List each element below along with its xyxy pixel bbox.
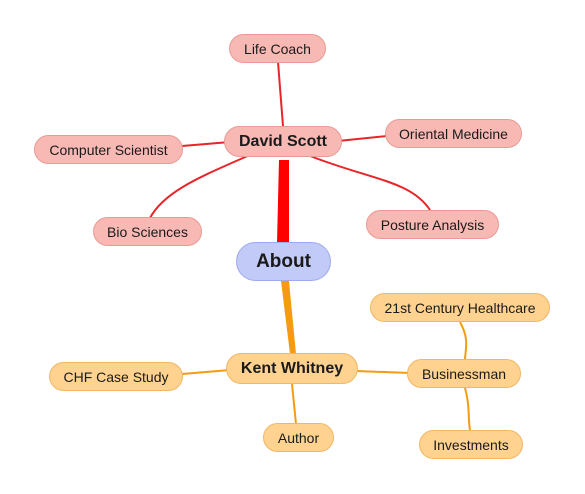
node-life-coach-label: Life Coach: [244, 40, 311, 57]
node-computer-scientist[interactable]: Computer Scientist: [34, 135, 183, 164]
node-businessman[interactable]: Businessman: [407, 359, 521, 388]
node-posture-analysis-label: Posture Analysis: [380, 216, 485, 233]
node-david-scott[interactable]: David Scott: [224, 126, 342, 157]
node-investments[interactable]: Investments: [419, 430, 523, 459]
node-posture-analysis[interactable]: Posture Analysis: [366, 210, 499, 239]
node-oriental-medicine[interactable]: Oriental Medicine: [385, 119, 522, 148]
node-21st-century-healthcare[interactable]: 21st Century Healthcare: [370, 293, 550, 322]
node-author-label: Author: [277, 429, 320, 446]
connector-kent-chf: [181, 369, 231, 375]
node-investments-label: Investments: [433, 436, 509, 453]
connector-david-orientalmedicine: [337, 135, 388, 142]
node-oriental-medicine-label: Oriental Medicine: [399, 125, 508, 142]
node-computer-scientist-label: Computer Scientist: [49, 141, 168, 158]
connector-about-kent: [281, 281, 296, 354]
connector-david-lifecoach: [277, 61, 284, 127]
connector-david-computerscientist: [181, 141, 231, 147]
node-businessman-label: Businessman: [421, 365, 507, 382]
node-david-scott-label: David Scott: [238, 132, 327, 150]
connector-about-david: [277, 160, 289, 243]
connector-david-posture: [304, 153, 431, 211]
node-kent-whitney-label: Kent Whitney: [240, 359, 344, 377]
node-about[interactable]: About: [236, 242, 331, 281]
node-bio-sciences-label: Bio Sciences: [107, 223, 188, 240]
connector-kent-author: [291, 383, 297, 425]
connector-businessman-healthcare: [459, 321, 468, 361]
node-21st-century-healthcare-label: 21st Century Healthcare: [384, 299, 536, 316]
connector-businessman-investments: [464, 387, 471, 431]
node-life-coach[interactable]: Life Coach: [229, 34, 326, 63]
node-about-label: About: [256, 250, 311, 272]
node-bio-sciences[interactable]: Bio Sciences: [93, 217, 202, 246]
node-chf-case-study[interactable]: CHF Case Study: [49, 362, 183, 391]
connector-david-biosciences: [149, 153, 253, 219]
node-author[interactable]: Author: [263, 423, 334, 452]
node-chf-case-study-label: CHF Case Study: [63, 368, 169, 385]
connector-kent-businessman: [355, 370, 411, 374]
node-kent-whitney[interactable]: Kent Whitney: [226, 353, 358, 384]
